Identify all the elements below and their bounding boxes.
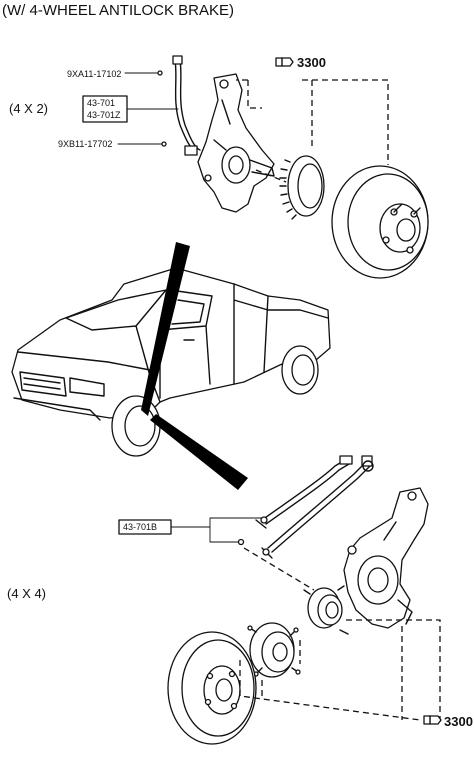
abs-sensor-cable-4x4 — [255, 455, 374, 559]
bolt-icon — [157, 70, 163, 76]
abs-sensor-cable-4x2 — [172, 55, 201, 156]
part-label-43-701z: 43-701Z — [87, 110, 121, 120]
abs-sensor-ring-4x2 — [279, 155, 325, 220]
callout-wedge-bottom — [150, 414, 248, 490]
part-label-9xa11-17102: 9XA11-17102 — [67, 69, 121, 79]
label-4x4: (4 X 4) — [7, 586, 46, 601]
part-label-box-43-701b: 43-701B — [118, 519, 172, 535]
assembly-dashed-lines-4x4 — [239, 547, 441, 722]
reference-number: 3300 — [297, 55, 326, 70]
assembly-dashed-lines-4x2 — [236, 79, 389, 183]
part-label-43-701b: 43-701B — [123, 522, 157, 532]
reference-callout-4x2: 3300 — [275, 55, 326, 70]
part-label-43-701: 43-701 — [87, 98, 115, 108]
reference-number: 3300 — [444, 714, 473, 729]
steering-knuckle-4x4 — [343, 487, 429, 629]
wheel-hub-4x4 — [247, 622, 301, 678]
part-label-box-43-701: 43-701 43-701Z — [82, 95, 128, 123]
brake-rotor-4x4 — [167, 631, 257, 745]
pointing-hand-icon — [275, 57, 294, 67]
part-label-9xb11-17702: 9XB11-17702 — [58, 139, 112, 149]
steering-knuckle-4x2 — [197, 73, 275, 213]
leader-bracket — [170, 517, 263, 543]
diagram-title: (W/ 4-WHEEL ANTILOCK BRAKE) — [2, 2, 234, 19]
label-4x2: (4 X 2) — [9, 101, 48, 116]
callout-wedge-top — [141, 242, 190, 416]
bolt-icon — [237, 538, 245, 546]
pointing-hand-icon — [423, 715, 442, 725]
reference-callout-4x4: 3300 — [423, 714, 473, 729]
bolt-icon — [161, 141, 167, 147]
brake-rotor-4x2 — [331, 165, 429, 279]
hub-bearing-4x4 — [303, 585, 349, 635]
